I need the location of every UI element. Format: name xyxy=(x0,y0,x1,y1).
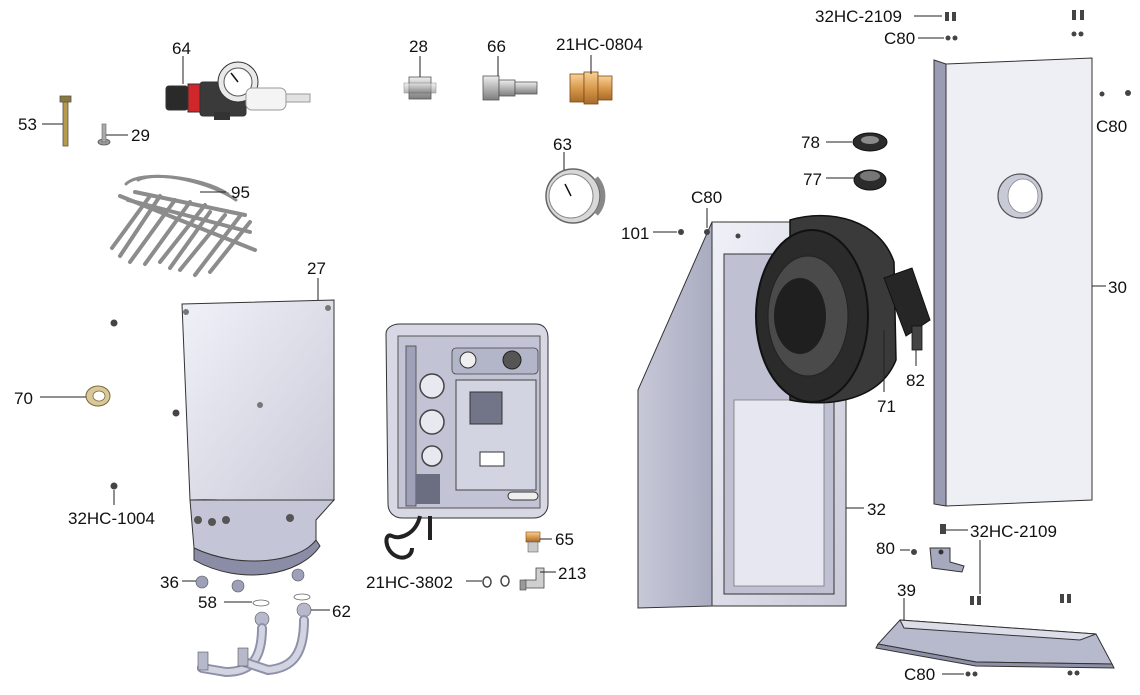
callout-C80-mid: C80 xyxy=(691,188,722,207)
callout-95: 95 xyxy=(231,183,250,202)
part-78-grommet xyxy=(852,132,888,152)
screw-small-b xyxy=(172,409,180,417)
callout-101: 101 xyxy=(621,224,649,243)
callout-C80-top: C80 xyxy=(884,29,915,48)
callout-21HC-3802: 21HC-3802 xyxy=(366,573,453,592)
callout-65: 65 xyxy=(555,530,574,549)
callout-27: 27 xyxy=(307,259,326,278)
screw-small-a xyxy=(110,319,118,327)
part-32HC-2109-bolt-bottom xyxy=(940,524,946,534)
part-C80-screws-bottom xyxy=(965,670,1080,677)
part-28-fitting xyxy=(403,76,437,100)
part-32HC-2109-bolts-top xyxy=(945,10,1084,21)
part-39-drip-tray xyxy=(875,619,1115,669)
elbow-pipes xyxy=(197,615,309,678)
callout-32HC-1004: 32HC-1004 xyxy=(68,509,155,528)
part-95-tube-bundle xyxy=(110,174,257,277)
callout-64: 64 xyxy=(172,39,191,58)
callout-66: 66 xyxy=(487,37,506,56)
callout-30: 30 xyxy=(1108,278,1127,297)
callout-39: 39 xyxy=(897,581,916,600)
part-32HC-1004-screw xyxy=(110,482,118,490)
callout-58: 58 xyxy=(198,593,217,612)
part-64-filter-regulator xyxy=(165,61,311,120)
callout-29: 29 xyxy=(131,126,150,145)
part-101-screw xyxy=(678,229,684,235)
callout-36: 36 xyxy=(160,573,179,592)
part-53-bolt xyxy=(59,95,72,147)
part-21HC-0804-brass-nipple xyxy=(569,71,613,105)
callout-70: 70 xyxy=(14,389,33,408)
callout-32: 32 xyxy=(867,500,886,519)
part-213-elbow xyxy=(519,567,545,591)
part-36-cap xyxy=(195,568,305,593)
part-21HC-3802-o-ring xyxy=(482,575,510,588)
part-27-back-plate xyxy=(181,299,336,576)
part-30-front-panel xyxy=(933,57,1093,507)
part-71-hose-reel xyxy=(755,214,931,404)
callout-78: 78 xyxy=(801,133,820,152)
part-63-pressure-gauge xyxy=(545,168,606,224)
part-29-screw xyxy=(97,123,111,146)
part-66-fitting xyxy=(482,75,538,101)
callout-C80-bottom: C80 xyxy=(904,665,935,684)
callout-32HC-2109-top: 32HC-2109 xyxy=(815,7,902,26)
part-70-ring-nut xyxy=(85,385,111,407)
part-39-drip-tray-bolts xyxy=(970,594,1071,605)
callout-62: 62 xyxy=(332,602,351,621)
part-58-washer xyxy=(252,593,311,607)
callout-63: 63 xyxy=(553,135,572,154)
part-80-bracket xyxy=(911,547,965,573)
part-77-grommet xyxy=(853,169,887,191)
callout-28: 28 xyxy=(409,37,428,56)
callout-82: 82 xyxy=(906,371,925,390)
part-65-brass-fitting xyxy=(525,531,541,553)
callout-213: 213 xyxy=(558,564,586,583)
control-box-assembly xyxy=(384,323,549,560)
callout-32HC-2109-bottom: 32HC-2109 xyxy=(970,522,1057,541)
callout-53: 53 xyxy=(18,115,37,134)
part-C80-screws-right xyxy=(1099,90,1131,97)
part-C80-screws-top xyxy=(945,31,1084,41)
callout-C80-right: C80 xyxy=(1096,117,1127,136)
callout-80: 80 xyxy=(876,539,895,558)
callout-71: 71 xyxy=(877,397,896,416)
callout-21HC-0804: 21HC-0804 xyxy=(556,35,643,54)
callout-77: 77 xyxy=(803,170,822,189)
part-C80-screw-mid xyxy=(704,229,710,235)
